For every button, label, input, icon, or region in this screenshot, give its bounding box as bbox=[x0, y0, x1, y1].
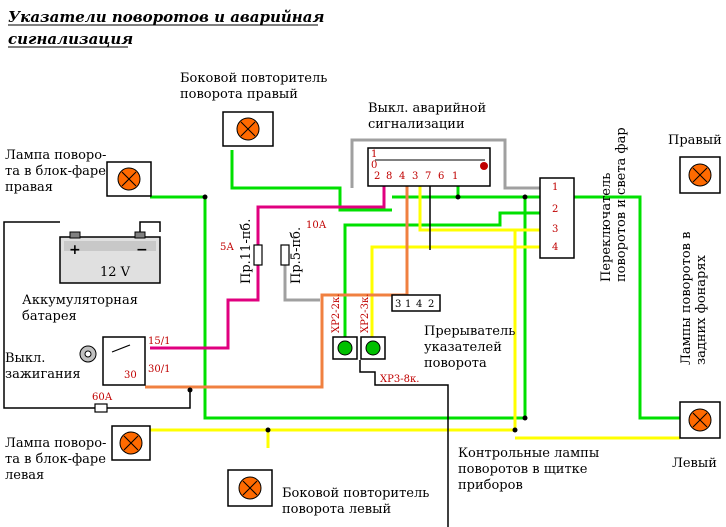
xp2-2-label: ХР2-2к. bbox=[331, 294, 342, 333]
switch-label: Переключатель поворотов и света фар bbox=[599, 127, 629, 282]
ign-15: 15/1 bbox=[148, 336, 170, 347]
wire-black-battery-2 bbox=[107, 390, 191, 409]
lamp-side-left bbox=[227, 469, 273, 507]
lamp-fl-label-1: Лампа поворо- bbox=[5, 436, 106, 451]
lamp-rear-left bbox=[679, 401, 721, 439]
turn-switch: 1 2 3 4 bbox=[539, 177, 575, 259]
ign-label-1: Выкл. bbox=[5, 351, 45, 366]
lamp-fr-label-2: та в блок-фаре bbox=[5, 164, 106, 179]
fuse-11 bbox=[253, 244, 263, 266]
xp2-3-label: ХР2-3к. bbox=[360, 294, 371, 333]
fuse-5 bbox=[280, 244, 290, 266]
lamp-fl-label-2: та в блок-фаре bbox=[5, 452, 106, 467]
wire-green-side-right bbox=[230, 150, 392, 212]
lamp-side-right bbox=[222, 111, 274, 147]
battery: + − bbox=[59, 221, 161, 284]
svg-text:6: 6 bbox=[438, 171, 444, 182]
wire-black-battery bbox=[3, 221, 95, 409]
svg-text:−: − bbox=[136, 242, 148, 258]
svg-text:3: 3 bbox=[395, 299, 401, 310]
side-right-label-2: поворота правый bbox=[180, 87, 298, 102]
side-left-label-2: поворота левый bbox=[282, 502, 391, 517]
svg-text:2: 2 bbox=[374, 171, 380, 182]
control-label-3: приборов bbox=[458, 478, 523, 493]
junctions bbox=[187, 194, 528, 433]
battery-label-2: батарея bbox=[22, 309, 77, 324]
wire-yellow-hz bbox=[418, 180, 540, 232]
ign-30: 30 bbox=[124, 370, 137, 381]
side-left-label-1: Боковой повторитель bbox=[282, 486, 429, 501]
title-line-2: сигнализация bbox=[8, 30, 133, 48]
control-label-2: поворотов в щитке bbox=[458, 462, 588, 477]
wire-green-right-to-rear bbox=[563, 195, 680, 420]
interrupter: 3 1 4 2 bbox=[391, 294, 441, 312]
fuse-60 bbox=[94, 403, 108, 413]
lamp-front-left bbox=[111, 425, 151, 461]
wire-green-sw bbox=[343, 211, 540, 340]
interrupter-label-2: указателей bbox=[424, 340, 502, 355]
a10-label: 10А bbox=[306, 220, 327, 231]
svg-text:1: 1 bbox=[452, 171, 458, 182]
wire-grey-hz-outer bbox=[350, 138, 540, 190]
wire-pink-fuse11 bbox=[150, 265, 260, 350]
control-lamps bbox=[332, 336, 386, 360]
xp3-8-label: ХР3-8к. bbox=[380, 374, 419, 385]
fuse-5-label: Пр.5-пб. bbox=[289, 227, 304, 284]
title-line-1: Указатели поворотов и аварийная bbox=[8, 8, 324, 26]
right-label: Правый bbox=[668, 133, 722, 148]
interrupter-label-3: поворота bbox=[424, 356, 487, 371]
lamp-fl-label-3: левая bbox=[5, 468, 44, 483]
side-right-label-1: Боковой повторитель bbox=[180, 71, 327, 86]
svg-text:2: 2 bbox=[552, 204, 558, 215]
lamp-front-right bbox=[106, 161, 152, 197]
hazard-switch: 1 0 2 8 4 3 7 6 1 bbox=[367, 147, 491, 187]
svg-text:0: 0 bbox=[371, 160, 377, 171]
left-label: Левый bbox=[672, 456, 717, 471]
svg-text:2: 2 bbox=[428, 299, 434, 310]
svg-text:3: 3 bbox=[412, 171, 418, 182]
ignition-switch bbox=[79, 336, 146, 386]
wire-grey-fuse5 bbox=[283, 265, 320, 302]
lamp-rear-right bbox=[679, 156, 721, 194]
svg-text:+: + bbox=[69, 242, 81, 258]
svg-text:4: 4 bbox=[399, 171, 405, 182]
wire-yellow-sw-left bbox=[370, 245, 540, 340]
control-label-1: Контрольные лампы bbox=[458, 446, 599, 461]
a60-label: 60А bbox=[92, 392, 113, 403]
a5-label: 5А bbox=[220, 242, 234, 253]
battery-label-1: Аккумуляторная bbox=[22, 293, 138, 308]
wire-orange bbox=[145, 180, 409, 389]
rear-lamps-label: Лампы поворотов в задних фонарях bbox=[679, 227, 709, 365]
svg-text:8: 8 bbox=[386, 171, 392, 182]
lamp-fr-label-3: правая bbox=[5, 180, 53, 195]
wire-pink-hz-2 bbox=[256, 180, 386, 245]
hazard-label-1: Выкл. аварийной bbox=[368, 101, 486, 116]
svg-text:7: 7 bbox=[425, 171, 431, 182]
wire-black-xp3 bbox=[359, 360, 449, 527]
svg-text:1: 1 bbox=[371, 149, 377, 160]
svg-text:1: 1 bbox=[552, 182, 558, 193]
ign-301: 30/1 bbox=[148, 364, 170, 375]
battery-voltage: 12 V bbox=[100, 265, 131, 280]
interrupter-label-1: Прерыватель bbox=[424, 324, 515, 339]
lamp-fr-label-1: Лампа поворо- bbox=[5, 148, 106, 163]
svg-text:4: 4 bbox=[416, 299, 422, 310]
svg-text:3: 3 bbox=[552, 224, 558, 235]
fuse-11-label: Пр.11-пб. bbox=[239, 219, 254, 284]
svg-text:1: 1 bbox=[405, 299, 411, 310]
svg-text:4: 4 bbox=[552, 242, 558, 253]
hazard-label-2: сигнализации bbox=[368, 117, 465, 132]
ign-label-2: зажигания bbox=[5, 367, 81, 382]
